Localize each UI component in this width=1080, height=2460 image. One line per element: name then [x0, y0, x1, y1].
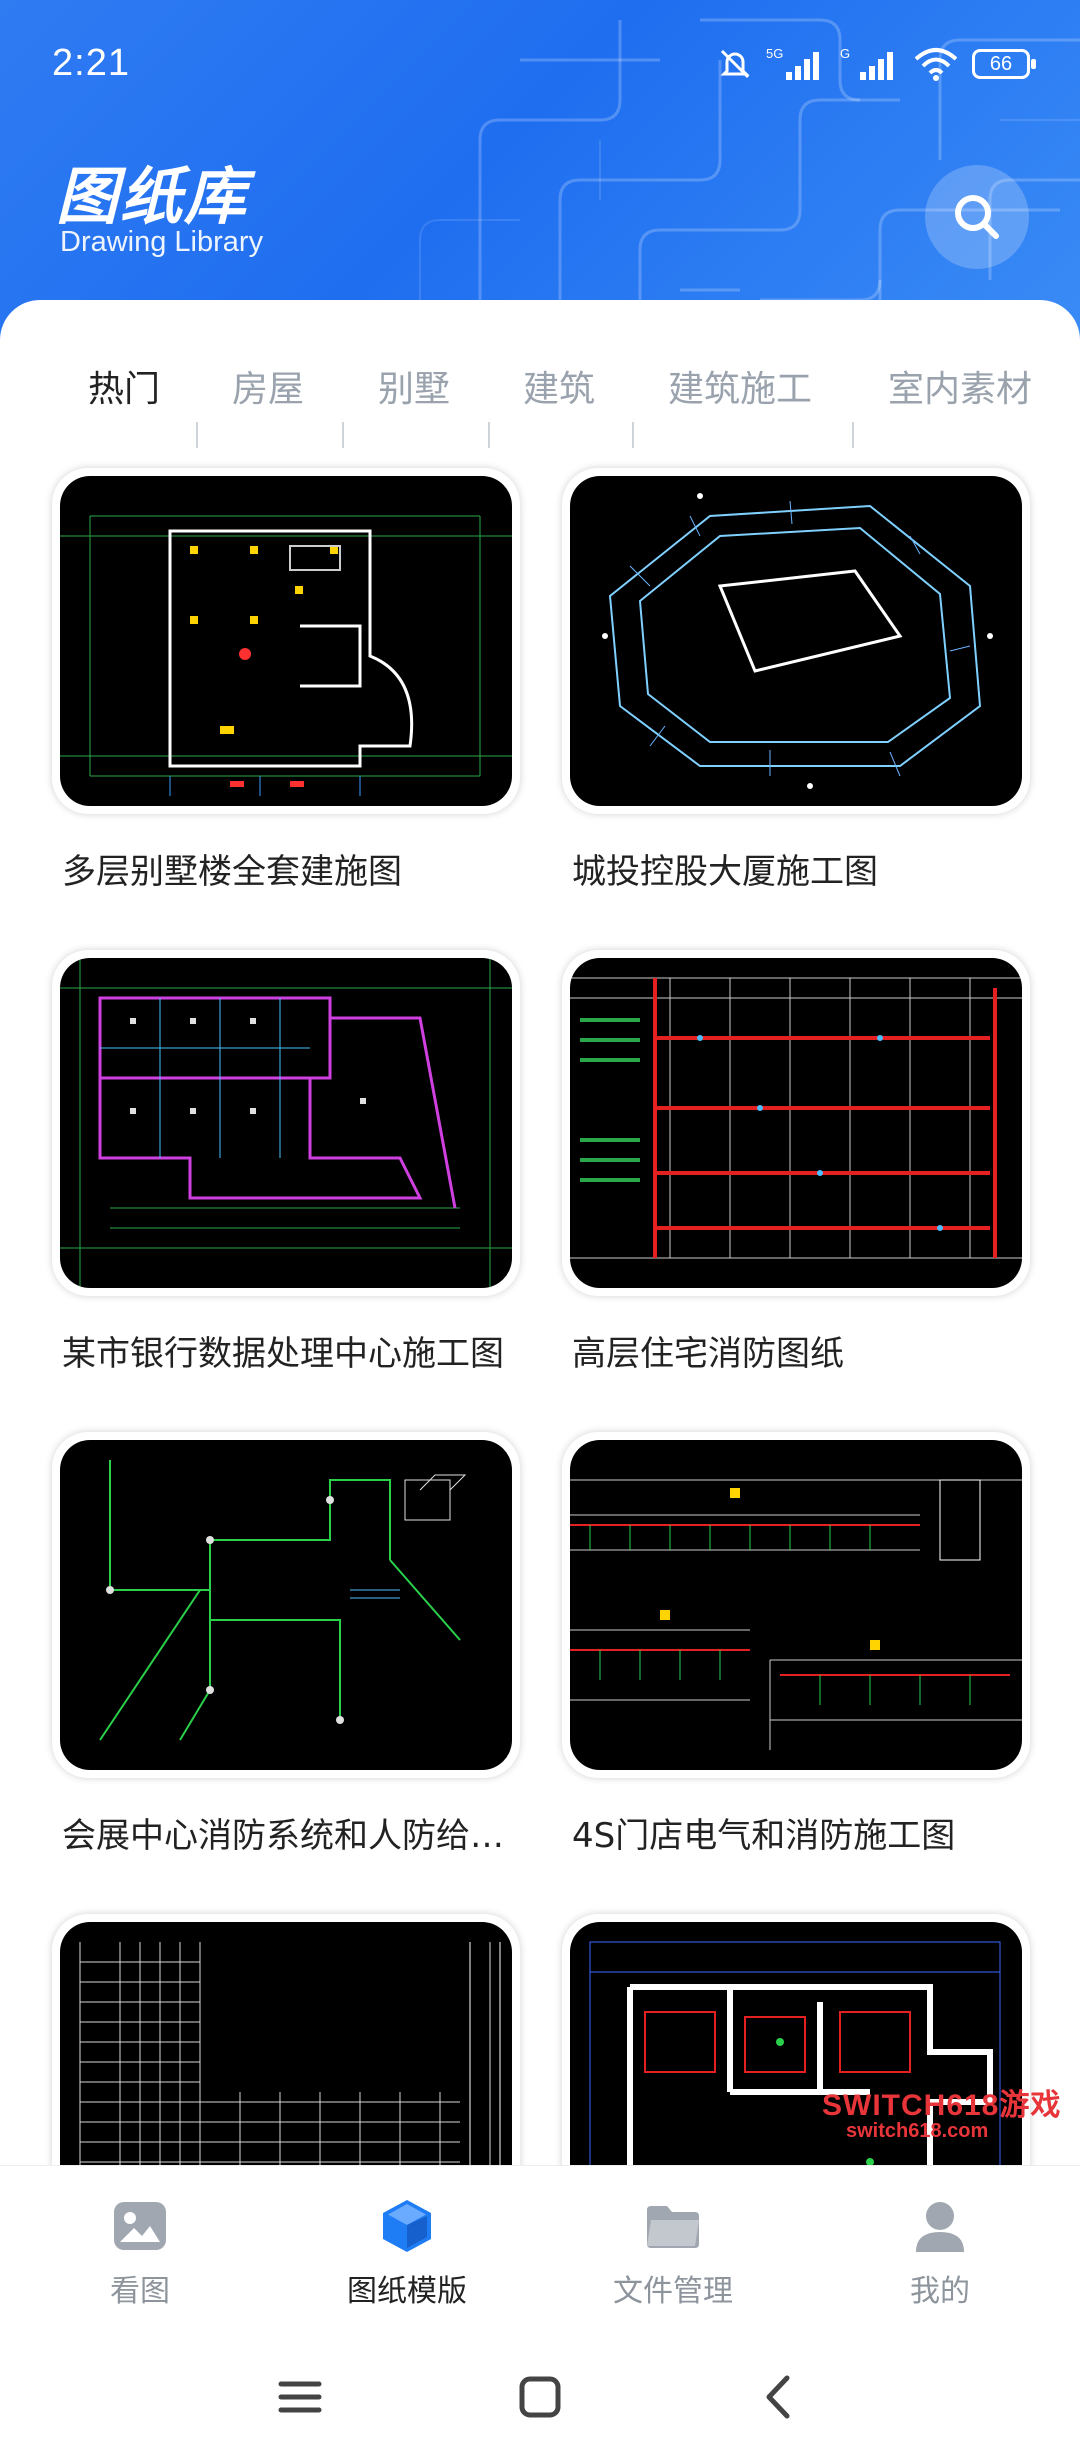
- tab-divider: [488, 422, 490, 448]
- cube-icon: [383, 2200, 431, 2252]
- back-icon[interactable]: [745, 2362, 815, 2432]
- tab-hot[interactable]: 热门: [88, 369, 161, 410]
- floor-plan-thumb: [60, 515, 512, 796]
- drawing-title[interactable]: 某市银行数据处理中心施工图: [62, 1334, 504, 1374]
- interior-plan-thumb: [589, 1941, 1001, 2165]
- home-icon[interactable]: [505, 2362, 575, 2432]
- nav-item-view[interactable]: 看图: [40, 2196, 240, 2310]
- grid-elevation-thumb: [79, 1942, 501, 2165]
- tab-divider: [632, 422, 634, 448]
- mute-icon: [720, 49, 750, 79]
- drawing-title[interactable]: 高层住宅消防图纸: [572, 1334, 844, 1374]
- tab-construction[interactable]: 建筑施工: [668, 369, 813, 410]
- watermark-line1: SWITCH618游戏: [822, 2089, 1062, 2122]
- drawing-title[interactable]: 会展中心消防系统和人防给…: [62, 1816, 504, 1856]
- drawing-title[interactable]: 城投控股大厦施工图: [572, 852, 878, 892]
- drawing-card[interactable]: [52, 468, 520, 814]
- tab-divider: [342, 422, 344, 448]
- status-time: 2:21: [52, 42, 130, 84]
- header-pattern: [419, 18, 1080, 360]
- drawing-thumbnail: [60, 958, 512, 1288]
- user-icon: [916, 2202, 964, 2252]
- tab-architecture[interactable]: 建筑: [523, 369, 596, 410]
- content-area: 热门 房屋 别墅 建筑 建筑施工 室内素材: [0, 300, 1080, 2165]
- tab-villa[interactable]: 别墅: [378, 369, 451, 410]
- nav-label-templates: 图纸模版: [347, 2274, 467, 2309]
- svg-text:G: G: [840, 46, 850, 61]
- drawing-card[interactable]: [562, 468, 1030, 814]
- drawing-card[interactable]: [52, 950, 520, 1296]
- watermark: SWITCH618游戏 switch618.com: [750, 2080, 1070, 2160]
- category-tabs: 热门 房屋 别墅 建筑 建筑施工 室内素材: [0, 350, 1080, 478]
- image-icon: [114, 2202, 166, 2250]
- magenta-plan-thumb: [60, 958, 512, 1288]
- drawing-thumbnail: [60, 1440, 512, 1770]
- tab-divider: [196, 422, 198, 448]
- search-button[interactable]: [925, 165, 1029, 269]
- drawing-thumbnail: [570, 958, 1022, 1288]
- red-pipe-plan-thumb: [570, 977, 1022, 1259]
- drawing-card[interactable]: [52, 1914, 520, 2165]
- svg-text:5G: 5G: [766, 46, 783, 61]
- battery-icon: 66: [972, 49, 1036, 79]
- drawing-title[interactable]: 4S门店电气和消防施工图: [572, 1816, 956, 1856]
- frame-plan-thumb: [602, 493, 993, 789]
- tab-house[interactable]: 房屋: [232, 369, 305, 410]
- tab-interior[interactable]: 室内素材: [888, 369, 1033, 410]
- wifi-icon: [914, 48, 958, 81]
- isometric-pipe-thumb: [99, 1460, 467, 1741]
- page-title: 图纸库: [56, 160, 249, 233]
- drawing-thumbnail: [570, 1440, 1022, 1770]
- drawing-thumbnail: [570, 1922, 1022, 2165]
- nav-label-files: 文件管理: [613, 2274, 733, 2309]
- folder-icon: [647, 2206, 699, 2248]
- drawing-title[interactable]: 多层别墅楼全套建施图: [62, 852, 402, 892]
- menu-icon[interactable]: [265, 2362, 335, 2432]
- nav-label-view: 看图: [110, 2274, 170, 2309]
- electrical-schematic-thumb: [570, 1479, 1022, 1750]
- drawing-thumbnail: [60, 1922, 512, 2165]
- drawing-card[interactable]: [562, 1432, 1030, 1778]
- signal-5g-icon: 5G: [766, 46, 819, 80]
- search-icon: [955, 195, 999, 239]
- nav-item-me[interactable]: 我的: [840, 2196, 1040, 2310]
- tab-divider: [852, 422, 854, 448]
- system-nav-bar: [0, 2330, 1080, 2460]
- drawing-thumbnail: [570, 476, 1022, 806]
- nav-label-me: 我的: [910, 2274, 970, 2309]
- nav-item-files[interactable]: 文件管理: [573, 2196, 773, 2310]
- watermark-line2: switch618.com: [846, 2120, 989, 2142]
- drawing-thumbnail: [60, 476, 512, 806]
- page-subtitle: Drawing Library: [60, 226, 264, 258]
- drawing-card[interactable]: [562, 1914, 1030, 2165]
- signal-g-icon: G: [840, 46, 893, 80]
- status-icons: 5G G 66: [718, 44, 1036, 84]
- drawing-card[interactable]: [52, 1432, 520, 1778]
- bottom-nav: 看图 图纸模版 文件管理 我的: [0, 2165, 1080, 2330]
- drawing-card[interactable]: [562, 950, 1030, 1296]
- nav-item-templates[interactable]: 图纸模版: [307, 2196, 507, 2310]
- status-bar: 2:21 5G G: [0, 0, 1080, 130]
